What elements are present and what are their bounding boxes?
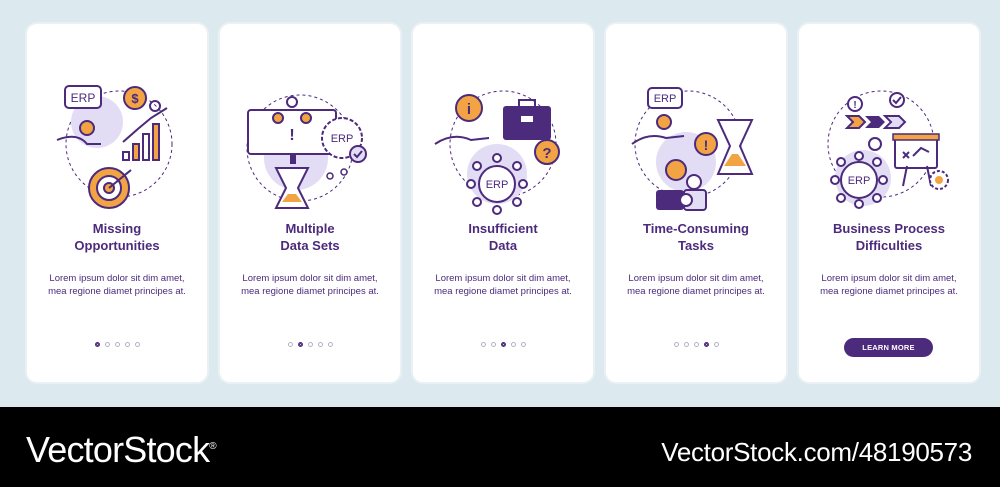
insufficient-data-icon: i ? ERP: [434, 90, 560, 215]
pagination-dots: [220, 342, 400, 347]
pagination-dot-2[interactable]: [104, 342, 110, 347]
pagination-dot-1[interactable]: [287, 342, 293, 347]
pagination-dot-3[interactable]: [500, 342, 506, 347]
onboarding-screen-4: ERP ! Time-Consuming Tasks Lorem ipsum d…: [606, 24, 786, 382]
pagination-dot-5[interactable]: [134, 342, 140, 347]
svg-text:ERP: ERP: [71, 91, 96, 105]
svg-text:ERP: ERP: [848, 175, 871, 187]
svg-text:ERP: ERP: [331, 133, 354, 145]
svg-text:$: $: [131, 91, 139, 106]
pagination-dot-1[interactable]: [94, 342, 100, 347]
onboarding-screen-3: i ? ERP Insufficient Data Lorem ipsum do…: [413, 24, 593, 382]
multiple-data-sets-icon: ! ERP: [246, 94, 367, 209]
pagination-dot-2[interactable]: [297, 342, 303, 347]
pagination-dots: [606, 342, 786, 347]
time-consuming-tasks-icon: ERP !: [631, 87, 754, 211]
pagination-dot-5[interactable]: [713, 342, 719, 347]
screen-description: Lorem ipsum dolor sit dim amet, mea regi…: [627, 273, 765, 297]
pagination-dot-1[interactable]: [480, 342, 486, 347]
screen-title: Multiple Data Sets: [280, 221, 340, 253]
onboarding-stage: ERP $ Missing Opportunities Lorem ipsum …: [27, 24, 979, 382]
image-url: VectorStock.com/48190573: [661, 437, 972, 467]
screen-description: Lorem ipsum dolor sit dim amet, mea regi…: [820, 273, 958, 297]
learn-more-button[interactable]: LEARN MORE: [844, 338, 933, 357]
svg-text:!: !: [704, 137, 709, 153]
pagination-dot-5[interactable]: [327, 342, 333, 347]
brand-logo: VectorStock®: [26, 429, 217, 470]
pagination-dot-5[interactable]: [520, 342, 526, 347]
pagination-dot-3[interactable]: [307, 342, 313, 347]
svg-text:!: !: [289, 127, 294, 144]
missing-opportunities-icon: ERP $: [56, 85, 173, 209]
footer-bar: VectorStock® VectorStock.com/48190573: [0, 407, 1000, 487]
screen-description: Lorem ipsum dolor sit dim amet, mea regi…: [434, 273, 572, 297]
pagination-dot-4[interactable]: [317, 342, 323, 347]
business-process-difficulties-icon: ! ERP: [827, 90, 949, 209]
screen-title: Business Process Difficulties: [832, 221, 945, 253]
screen-title: Time-Consuming Tasks: [643, 221, 749, 253]
pagination-dots: [413, 342, 593, 347]
screen-title: Insufficient Data: [468, 221, 538, 253]
screen-description: Lorem ipsum dolor sit dim amet, mea regi…: [241, 273, 379, 297]
svg-text:ERP: ERP: [486, 179, 509, 191]
onboarding-screen-1: ERP $ Missing Opportunities Lorem ipsum …: [27, 24, 207, 382]
screen-description: Lorem ipsum dolor sit dim amet, mea regi…: [48, 273, 186, 297]
svg-text:?: ?: [542, 145, 551, 162]
pagination-dot-3[interactable]: [114, 342, 120, 347]
pagination-dot-2[interactable]: [683, 342, 689, 347]
pagination-dot-1[interactable]: [673, 342, 679, 347]
svg-text:i: i: [467, 101, 471, 118]
svg-text:!: !: [853, 100, 856, 111]
onboarding-screen-2: ! ERP Multiple Data Sets Lorem ipsum dol…: [220, 24, 400, 382]
pagination-dot-4[interactable]: [124, 342, 130, 347]
svg-text:ERP: ERP: [654, 93, 677, 105]
onboarding-screen-5: ! ERP Business Process Difficul: [799, 24, 979, 382]
pagination-dot-4[interactable]: [703, 342, 709, 347]
screen-title: Missing Opportunities: [74, 221, 160, 253]
pagination-dots: [27, 342, 207, 347]
pagination-dot-4[interactable]: [510, 342, 516, 347]
pagination-dot-3[interactable]: [693, 342, 699, 347]
pagination-dot-2[interactable]: [490, 342, 496, 347]
